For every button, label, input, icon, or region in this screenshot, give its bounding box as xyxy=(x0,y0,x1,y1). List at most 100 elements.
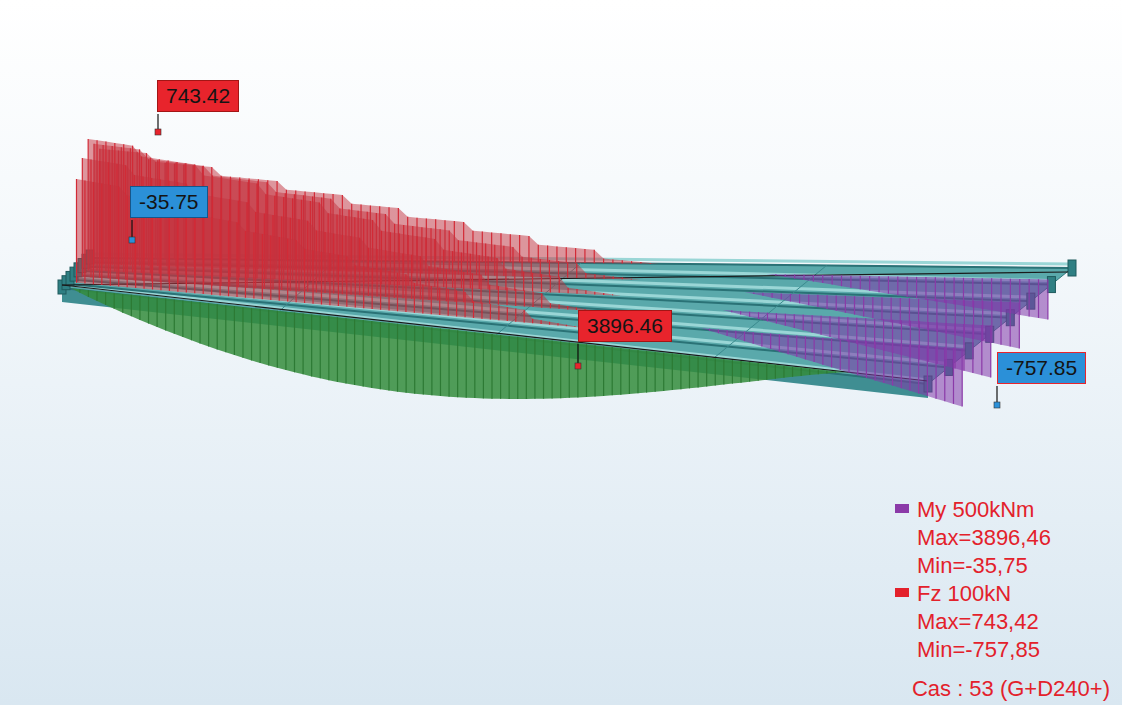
shear-diagram xyxy=(431,286,432,314)
value-tag: -757.85 xyxy=(997,352,1086,384)
shear-diagram xyxy=(84,181,85,284)
value-tag: -35.75 xyxy=(130,186,208,218)
moment-diagram xyxy=(787,335,788,354)
moment-diagram xyxy=(139,296,140,320)
moment-diagram xyxy=(268,310,269,366)
shear-diagram xyxy=(566,247,567,263)
shear-diagram xyxy=(567,262,568,277)
moment-diagram xyxy=(406,325,407,393)
moment-diagram xyxy=(302,314,303,375)
extreme-value: Max=743,42 xyxy=(917,609,1039,635)
moment-diagram xyxy=(543,340,544,399)
moment-diagram xyxy=(944,277,945,302)
moment-diagram xyxy=(772,293,773,298)
moment-diagram xyxy=(762,293,763,296)
moment-diagram xyxy=(629,349,630,394)
moment-diagram xyxy=(766,364,767,380)
shear-diagram xyxy=(541,293,542,307)
shear-diagram xyxy=(110,185,111,286)
moment-diagram xyxy=(850,276,851,288)
shear-diagram xyxy=(245,231,246,298)
moment-diagram xyxy=(767,313,768,322)
moment-diagram xyxy=(801,368,802,376)
moment-diagram xyxy=(354,319,355,385)
shear-diagram xyxy=(253,233,254,299)
load-case: Cas : 53 (G+D240+) xyxy=(912,676,1110,702)
point-marker xyxy=(994,402,1000,408)
shear-diagram xyxy=(532,319,533,323)
shear-diagram xyxy=(558,305,559,309)
shear-diagram xyxy=(532,273,533,292)
moment-diagram xyxy=(560,341,561,398)
shear-diagram xyxy=(338,255,339,306)
moment-diagram xyxy=(1029,279,1030,316)
extreme-value: Min=-35,75 xyxy=(917,553,1028,579)
moment-diagram xyxy=(1010,279,1011,314)
shear-diagram xyxy=(550,275,551,292)
moment-diagram xyxy=(749,312,750,317)
moment-diagram xyxy=(936,299,937,331)
point-marker xyxy=(155,129,161,135)
moment-diagram xyxy=(907,277,908,297)
moment-diagram xyxy=(790,294,791,302)
moment-diagram xyxy=(294,313,295,373)
moment-diagram xyxy=(753,292,754,294)
moment-diagram xyxy=(345,318,346,383)
shear-diagram xyxy=(76,179,77,283)
moment-diagram xyxy=(620,348,621,395)
legend-text: My 500kNm xyxy=(917,497,1034,523)
shear-diagram xyxy=(414,283,415,313)
moment-diagram xyxy=(509,336,510,399)
moment-diagram xyxy=(723,359,724,384)
moment-diagram xyxy=(715,358,716,385)
moment-diagram xyxy=(860,276,861,289)
moment-diagram xyxy=(174,300,175,334)
shear-diagram xyxy=(650,262,651,264)
moment-diagram xyxy=(388,323,389,391)
moment-diagram xyxy=(363,320,364,387)
shear-diagram xyxy=(515,289,516,306)
moment-diagram xyxy=(888,276,889,293)
shear-diagram xyxy=(363,267,364,308)
moment-diagram xyxy=(878,276,879,292)
shear-diagram xyxy=(496,258,497,290)
shear-diagram xyxy=(388,271,389,310)
shear-diagram xyxy=(76,179,583,328)
shear-diagram xyxy=(507,307,508,321)
moment-diagram xyxy=(689,355,690,388)
moment-diagram xyxy=(457,330,458,397)
moment-diagram xyxy=(785,274,786,277)
moment-diagram xyxy=(328,316,329,380)
moment-diagram xyxy=(927,299,928,330)
moment-diagram xyxy=(655,352,656,392)
moment-diagram xyxy=(776,313,777,323)
shear-diagram xyxy=(186,213,187,292)
moment-diagram xyxy=(431,328,432,396)
shear-diagram xyxy=(372,268,373,309)
shear-diagram xyxy=(603,293,604,295)
shear-diagram xyxy=(576,307,577,310)
moment-diagram xyxy=(910,321,911,357)
shear-diagram xyxy=(321,252,322,305)
shear-diagram xyxy=(557,323,558,325)
shear-diagram xyxy=(559,277,560,293)
moment-diagram xyxy=(808,294,809,305)
shear-diagram xyxy=(631,261,632,263)
moment-diagram xyxy=(872,297,873,318)
moment-diagram xyxy=(744,332,745,342)
shear-diagram xyxy=(567,306,568,309)
shear-diagram xyxy=(472,273,473,303)
moment-diagram xyxy=(79,289,80,293)
moment-diagram xyxy=(863,297,864,317)
moment-diagram xyxy=(770,334,771,349)
moment-diagram xyxy=(646,351,647,393)
shear-diagram xyxy=(480,275,481,304)
shear-diagram xyxy=(422,285,423,314)
moment-diagram xyxy=(829,316,830,337)
moment-diagram xyxy=(820,316,821,335)
moment-diagram xyxy=(423,327,424,395)
moment-diagram xyxy=(856,318,857,344)
shear-diagram xyxy=(270,236,271,300)
shear-diagram xyxy=(550,303,551,308)
shear-diagram xyxy=(346,256,347,306)
